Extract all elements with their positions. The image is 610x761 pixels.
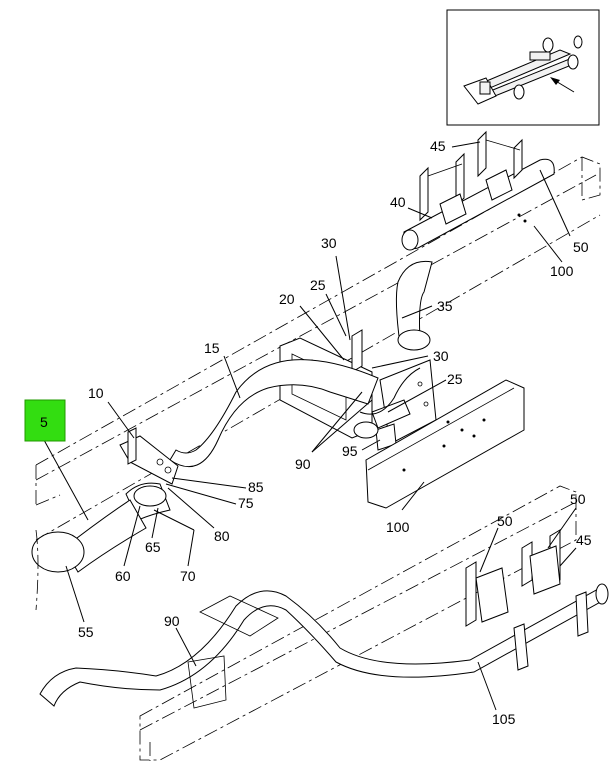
callout-25[interactable]: 25 — [447, 371, 463, 387]
callout-25[interactable]: 25 — [310, 277, 326, 293]
callout-90[interactable]: 90 — [164, 613, 180, 629]
callout-labels: 45 40 50 100 30 25 35 20 15 30 25 10 90 … — [78, 138, 592, 727]
lower-mid-frame-rail — [365, 379, 525, 509]
tailpipe-105 — [39, 529, 609, 709]
callout-55[interactable]: 55 — [78, 624, 94, 640]
riser-pipe — [395, 260, 433, 351]
callout-70[interactable]: 70 — [180, 568, 196, 584]
callout-10[interactable]: 10 — [88, 385, 104, 401]
callout-30[interactable]: 30 — [433, 348, 449, 364]
upper-muffler-assembly — [401, 130, 555, 251]
callout-35[interactable]: 35 — [437, 298, 453, 314]
leader-lines — [43, 141, 577, 711]
callout-30[interactable]: 30 — [321, 235, 337, 251]
callout-40[interactable]: 40 — [390, 194, 406, 210]
truck-chassis-thumbnail — [463, 35, 583, 105]
lower-frame-rail — [139, 485, 577, 761]
callout-50[interactable]: 50 — [570, 491, 586, 507]
callout-50[interactable]: 50 — [573, 239, 589, 255]
flex-pipe-assembly — [31, 427, 179, 611]
callout-95[interactable]: 95 — [342, 443, 358, 459]
callout-105[interactable]: 105 — [492, 711, 516, 727]
callout-5[interactable]: 5 — [40, 414, 48, 430]
callout-15[interactable]: 15 — [204, 340, 220, 356]
callout-80[interactable]: 80 — [214, 528, 230, 544]
arrow-icon — [550, 77, 575, 93]
callout-50[interactable]: 50 — [497, 513, 513, 529]
callout-45[interactable]: 45 — [430, 138, 446, 154]
callout-85[interactable]: 85 — [248, 479, 264, 495]
callout-75[interactable]: 75 — [238, 495, 254, 511]
callout-65[interactable]: 65 — [145, 539, 161, 555]
callout-45[interactable]: 45 — [576, 532, 592, 548]
callout-100[interactable]: 100 — [550, 263, 574, 279]
callout-60[interactable]: 60 — [115, 568, 131, 584]
main-exhaust-pipe — [169, 359, 421, 468]
highlighted-callout-box[interactable]: 5 — [24, 399, 66, 442]
locator-inset — [446, 9, 600, 126]
callout-20[interactable]: 20 — [279, 291, 295, 307]
callout-90[interactable]: 90 — [295, 456, 311, 472]
callout-100[interactable]: 100 — [386, 519, 410, 535]
